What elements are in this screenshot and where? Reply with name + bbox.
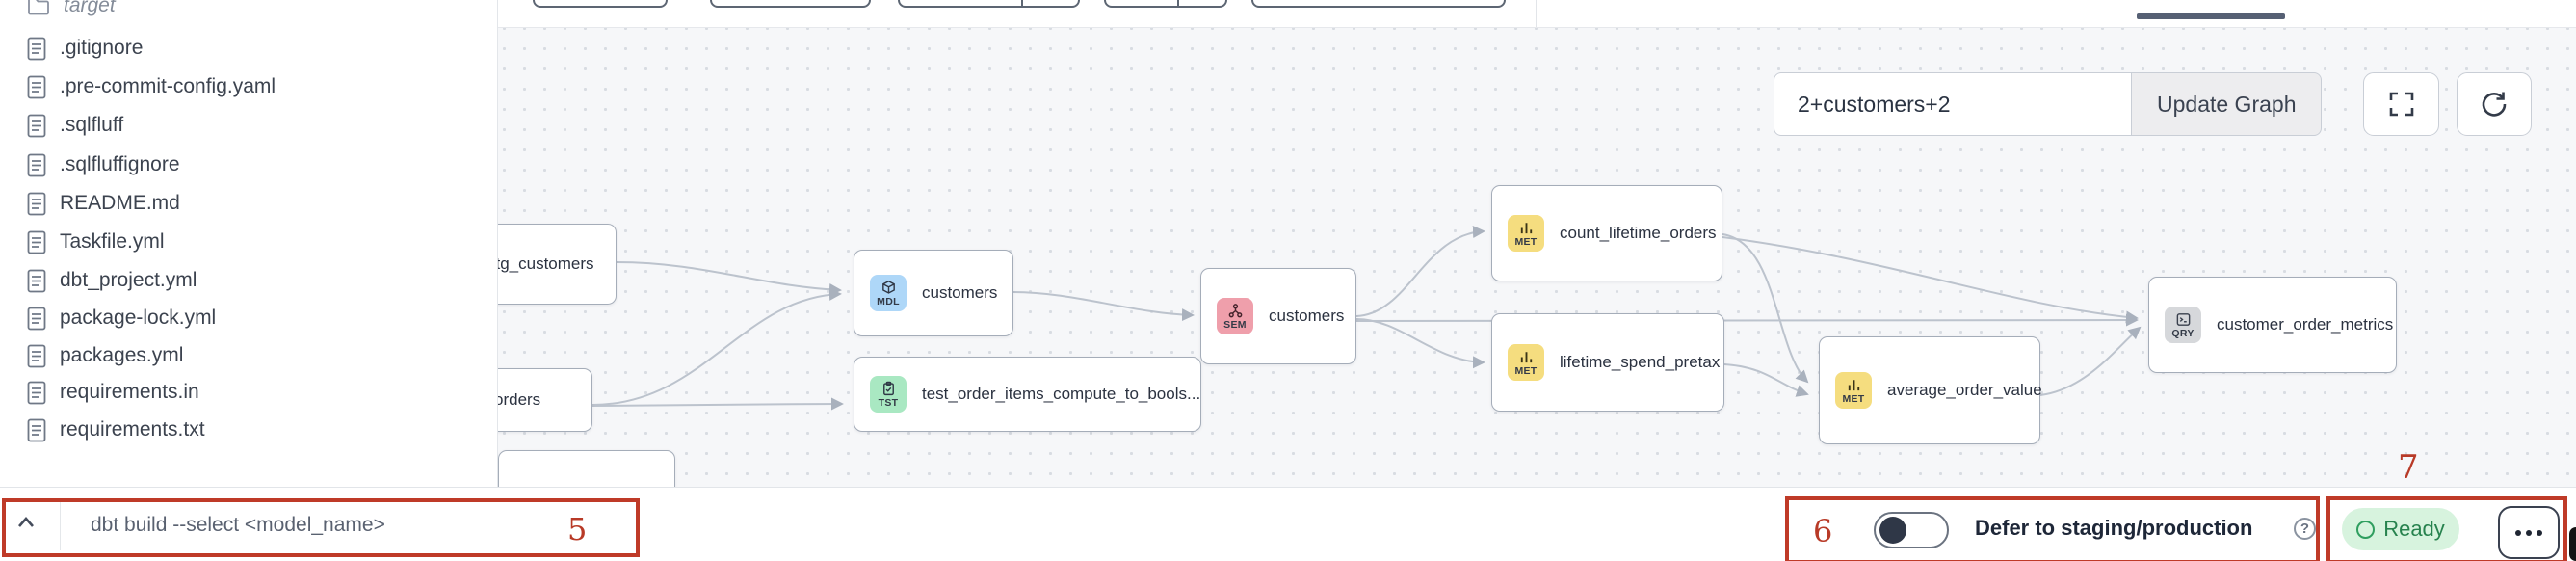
model-selector-input[interactable]: 2+customers+2	[1774, 72, 2132, 136]
file-icon	[27, 75, 46, 98]
node-customer-order-metrics[interactable]: QRY customer_order_metrics	[2148, 277, 2397, 373]
status-badge[interactable]: Ready	[2342, 508, 2459, 550]
defer-toggle[interactable]	[1874, 512, 1949, 548]
annotation-label-7: 7	[2398, 448, 2419, 487]
toolbar-button-group-cut[interactable]	[1104, 0, 1227, 8]
toolbar-button-group-cut[interactable]	[898, 0, 1080, 8]
semantic-icon: SEM	[1217, 298, 1253, 334]
file-row[interactable]: dbt_project.yml	[0, 261, 497, 300]
expand-command-bar-button[interactable]	[12, 512, 40, 538]
annotation-box-5	[2, 498, 640, 557]
file-icon	[27, 37, 46, 60]
fullscreen-button[interactable]	[2363, 72, 2439, 136]
file-row[interactable]: Taskfile.yml	[0, 223, 497, 261]
test-icon: TST	[870, 376, 907, 413]
chevron-up-icon	[18, 517, 34, 527]
toolbar-divider	[1021, 0, 1023, 8]
file-row[interactable]: packages.yml	[0, 336, 497, 375]
file-row[interactable]: .sqlfluff	[0, 106, 497, 145]
file-icon	[27, 153, 46, 176]
command-bar-divider	[60, 498, 61, 550]
annotation-label-6: 6	[1813, 513, 1833, 549]
refresh-icon	[2482, 92, 2507, 117]
node-customers-model[interactable]: MDL customers	[854, 250, 1013, 336]
node-label: test_order_items_compute_to_bools...	[922, 385, 1201, 403]
panel-separator	[1536, 0, 1537, 27]
file-icon	[27, 381, 46, 404]
node-lifetime-spend-pretax[interactable]: MET lifetime_spend_pretax	[1491, 313, 1724, 412]
file-row[interactable]: .gitignore	[0, 29, 497, 67]
active-tab-underline	[2137, 13, 2285, 19]
toolbar-button-cut[interactable]	[1251, 0, 1506, 8]
toggle-knob	[1879, 517, 1906, 544]
node-label: orders	[494, 390, 541, 409]
file-icon	[27, 192, 46, 215]
file-icon	[27, 418, 46, 441]
node-label: average_order_value	[1887, 381, 2042, 399]
file-icon	[27, 114, 46, 137]
annotation-box-6	[1785, 496, 2320, 561]
file-row[interactable]: .pre-commit-config.yaml	[0, 67, 497, 106]
node-label: lifetime_spend_pretax	[1560, 353, 1721, 371]
graph-selector-group: 2+customers+2 Update Graph	[1774, 72, 2323, 136]
model-icon: MDL	[870, 275, 907, 311]
annotation-label-5: 5	[567, 511, 588, 548]
node-customers-semantic[interactable]: SEM customers	[1200, 268, 1356, 364]
file-icon	[27, 230, 46, 254]
toolbar-button-cut[interactable]	[533, 0, 668, 8]
folder-icon	[28, 0, 49, 15]
annotation-box-7	[2326, 496, 2567, 561]
node-count-lifetime-orders[interactable]: MET count_lifetime_orders	[1491, 185, 1722, 281]
toolbar-divider	[1177, 0, 1179, 8]
node-label: customers	[1269, 307, 1345, 325]
file-icon	[27, 269, 46, 292]
refresh-button[interactable]	[2457, 72, 2532, 136]
update-graph-button[interactable]: Update Graph	[2132, 72, 2323, 136]
metric-icon: MET	[1835, 372, 1872, 409]
metric-icon: MET	[1508, 215, 1544, 252]
file-icon	[27, 307, 46, 330]
file-row[interactable]: package-lock.yml	[0, 299, 497, 337]
defer-label: Defer to staging/production	[1975, 516, 2253, 540]
node-label: count_lifetime_orders	[1560, 224, 1717, 242]
node-label: stg_customers	[487, 254, 594, 273]
file-row[interactable]: requirements.txt	[0, 411, 497, 449]
node-average-order-value[interactable]: MET average_order_value	[1819, 336, 2042, 444]
file-icon	[27, 344, 46, 367]
toolbar-button-cut[interactable]	[710, 0, 871, 8]
help-icon[interactable]: ?	[2294, 518, 2316, 540]
query-icon: QRY	[2165, 307, 2201, 343]
file-row[interactable]: README.md	[0, 184, 497, 223]
metric-icon: MET	[1508, 344, 1544, 381]
status-ring-icon	[2356, 520, 2376, 539]
node-test-order-items[interactable]: TST test_order_items_compute_to_bools...	[854, 357, 1201, 432]
cut-off-element	[2569, 527, 2576, 561]
file-row-target[interactable]: target	[0, 0, 497, 25]
file-row[interactable]: requirements.in	[0, 373, 497, 412]
fullscreen-icon	[2389, 92, 2413, 117]
more-options-button[interactable]	[2498, 506, 2560, 559]
file-row[interactable]: .sqlfluffignore	[0, 146, 497, 184]
node-label: customer_order_metrics	[2217, 315, 2394, 334]
node-label: customers	[922, 283, 998, 302]
command-input[interactable]: dbt build --select <model_name>	[91, 514, 385, 536]
file-explorer: target .gitignore .pre-commit-config.yam…	[0, 0, 498, 488]
